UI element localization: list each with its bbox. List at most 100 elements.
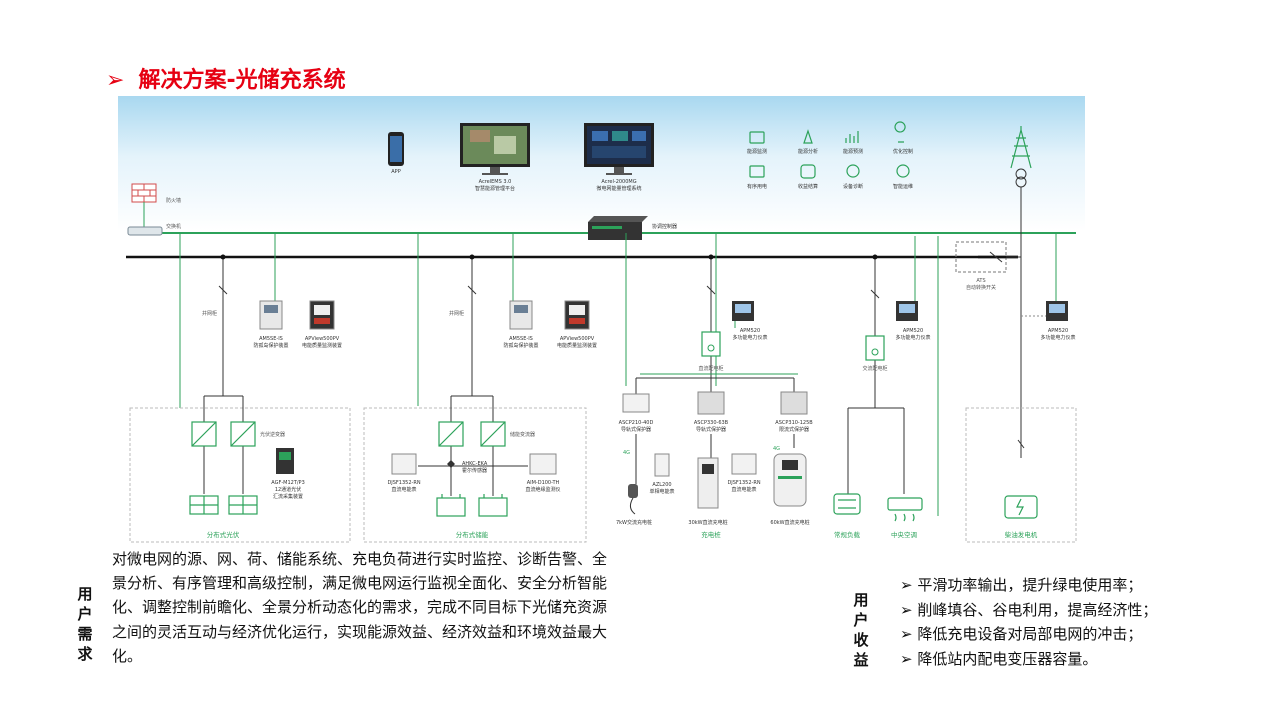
- switch-label: 交换机: [166, 223, 181, 230]
- meter3-desc: 多功能电力仪表: [1040, 334, 1075, 341]
- dc-meter-model: DJSF1352-RN: [727, 480, 760, 486]
- load-ac-label: 中央空调: [891, 530, 917, 539]
- charging-area-label: 充电桩: [701, 530, 721, 539]
- bar-chart-icon: [845, 131, 859, 143]
- money-icon: [800, 164, 816, 179]
- es-monitor-desc: 直流绝缘监测仪: [525, 486, 560, 493]
- feed-lines: [179, 233, 1057, 516]
- converter-icon: [438, 421, 506, 447]
- diesel-area: [965, 407, 1077, 543]
- pile-dc2-label: 60kW直流充电桩: [770, 519, 809, 526]
- es-sensor-model: AHKC-EKA: [462, 461, 488, 467]
- battery-icon: [436, 494, 508, 517]
- pv-area-label: 分布式光伏: [207, 530, 240, 539]
- benefit-item: ➢ 降低站内配电变压器容量。: [900, 649, 1098, 668]
- benefit-item: ➢ 削峰填谷、谷电利用，提高经济性；: [900, 600, 1158, 619]
- pile-dc-label: 30kW直流充电桩: [688, 519, 727, 526]
- function-label: 能源监测: [747, 148, 767, 155]
- es-converter-label: 储能变流器: [510, 431, 535, 438]
- meter1-model: APM520: [740, 328, 760, 334]
- meter-icon: [896, 301, 918, 321]
- breaker1-model: ASCP210-40D: [619, 420, 654, 426]
- sensor-icon: [447, 460, 455, 468]
- benefit-item: ➢ 降低充电设备对局部电网的冲击；: [900, 625, 1143, 643]
- function-label: 收益结算: [798, 183, 818, 190]
- signal-4g: 4G: [773, 446, 780, 452]
- function-label: 有序用电: [747, 183, 767, 190]
- ats-desc: 自动转换开关: [966, 284, 996, 291]
- generator-icon: [1004, 495, 1038, 519]
- load-normal-label: 常规负载: [834, 530, 861, 539]
- needs-text: 对微电网的源、网、荷、储能系统、充电负荷进行实时监控、诊断告警、全景分析、有序管…: [112, 550, 608, 665]
- pile-ac-label: 7kW交流充电桩: [616, 519, 652, 526]
- es-monitor-model: AIM-D100-TH: [527, 480, 560, 486]
- inverter-icon: [191, 421, 256, 447]
- dc-cabinet-label: 直流配电柜: [698, 365, 723, 372]
- breaker-icon: [622, 391, 808, 415]
- drop-lines: [222, 257, 876, 408]
- function-label: 智能运维: [893, 183, 913, 190]
- benefit-item: ➢ 平滑功率输出，提升绿电使用率；: [900, 576, 1143, 594]
- relay-icon: [509, 300, 533, 330]
- pv-area: [129, 407, 351, 543]
- energy-meter-icon: [654, 453, 757, 477]
- azl-model: AZL200: [652, 482, 671, 488]
- dc-meter-desc: 直流电能表: [731, 486, 756, 493]
- pv-quality-model: APView500PV: [305, 336, 340, 342]
- pv-inverter-label: 光伏逆变器: [260, 431, 285, 438]
- es-area-label: 分布式储能: [456, 530, 489, 539]
- meter1-desc: 多功能电力仪表: [732, 334, 767, 341]
- energy-meter-icon: [391, 453, 557, 475]
- function-label: 优化控制: [893, 148, 913, 155]
- needs-label: 用户需求: [77, 585, 93, 663]
- es-meter-desc: 直流电能表: [391, 486, 416, 493]
- diesel-label: 柴油发电机: [1005, 530, 1038, 539]
- platform2-desc: 微电网能量管理系统: [596, 185, 641, 192]
- pv-collector-model: AGF-M12T/P3: [271, 480, 305, 486]
- grid-cabinet-label: 并网柜: [449, 310, 464, 317]
- function-icons: [749, 121, 910, 179]
- plug-icon: [749, 165, 765, 178]
- breaker3-model: ASCP310-125B: [775, 420, 813, 426]
- es-protect-desc: 防孤岛保护装置: [503, 342, 538, 349]
- firewall-icon: [131, 183, 157, 203]
- monitor-icon: [460, 123, 530, 175]
- switch-icon: [127, 226, 163, 236]
- pv-collector-icon: [276, 448, 294, 474]
- function-label: 能源预测: [843, 148, 863, 155]
- es-sensor-desc: 霍尔传感器: [462, 467, 487, 474]
- relay-icon: [259, 300, 283, 330]
- tower-icon: [1010, 126, 1032, 169]
- grid-cabinet-label: 并网柜: [202, 310, 217, 317]
- system-diagram: 防火墙 交换机 APP AcrelEMS 3.0 智慧能源管理平台 Acrel-…: [118, 96, 1085, 543]
- signal-4g: 4G: [623, 450, 630, 456]
- es-area: [363, 407, 587, 543]
- meter2-desc: 多功能电力仪表: [895, 334, 930, 341]
- platform1-name: AcrelEMS 3.0: [479, 179, 512, 185]
- air-conditioner-icon: [887, 497, 923, 522]
- benefits-list: ➢ 平滑功率输出，提升绿电使用率； ➢ 削峰填谷、谷电利用，提高经济性； ➢ 降…: [900, 573, 1157, 671]
- gear-icon: [896, 164, 910, 178]
- ac-charger-icon: [628, 484, 638, 515]
- meter-icon: [1046, 301, 1068, 321]
- es-quality-desc: 电能质量监测装置: [557, 342, 597, 349]
- dc-charger-icon: [773, 453, 807, 507]
- diagnose-icon: [846, 164, 860, 178]
- function-label: 设备诊断: [843, 183, 863, 190]
- dc-charger-icon: [697, 457, 719, 509]
- motor-icon: [833, 493, 861, 515]
- monitor-icon: [749, 131, 765, 144]
- title-text: 解决方案-光储充系统: [138, 68, 346, 93]
- quality-monitor-icon: [564, 300, 590, 330]
- es-protect-model: AM5SE-IS: [509, 336, 533, 342]
- pv-protect-model: AM5SE-IS: [259, 336, 283, 342]
- meter2-model: APM520: [903, 328, 923, 334]
- bulb-icon: [894, 121, 906, 143]
- platform1-desc: 智慧能源管理平台: [475, 185, 515, 192]
- firewall-label: 防火墙: [166, 197, 181, 204]
- cabinet-icon: [865, 335, 885, 361]
- function-label: 能源分析: [798, 148, 818, 155]
- monitor-icon: [584, 123, 654, 175]
- phone-icon: [388, 132, 404, 166]
- breaker2-model: ASCP330-63B: [694, 420, 729, 426]
